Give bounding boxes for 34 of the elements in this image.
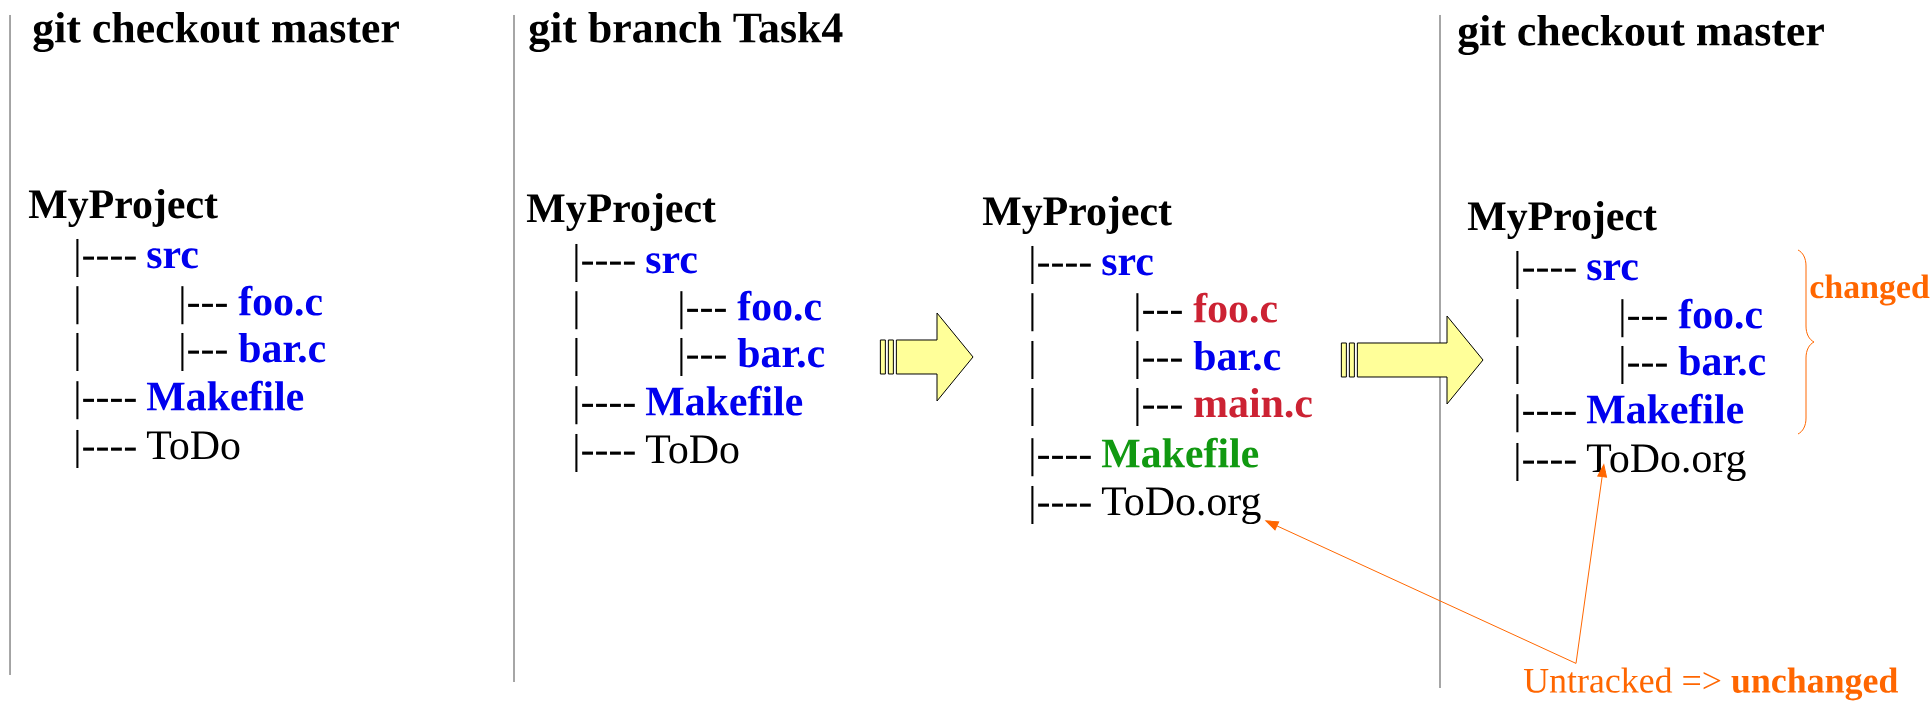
- tree-entry: |---- Makefile: [575, 385, 803, 425]
- annotation-label: changed: [1810, 274, 1930, 306]
- tree-entry: |---- Makefile: [76, 380, 304, 420]
- tree-entry: | |--- bar.c: [1516, 345, 1766, 385]
- tree-entry: |---- src: [1031, 245, 1153, 285]
- folder-label: MyProject: [526, 192, 716, 232]
- leader-line: [1575, 464, 1607, 664]
- block-arrow: [879, 312, 974, 402]
- tree-entry: |---- src: [1516, 250, 1638, 290]
- tree-entry: |---- Makefile: [1031, 437, 1259, 477]
- note-label: Untracked => unchanged: [1523, 667, 1898, 701]
- block-arrow: [1340, 315, 1484, 405]
- tree-entry: |---- ToDo: [76, 429, 240, 469]
- tree-entry: | |--- bar.c: [575, 337, 825, 377]
- command-heading: git checkout master: [33, 11, 399, 53]
- tree-entry: |---- src: [575, 243, 697, 283]
- tree-entry: | |--- foo.c: [76, 285, 322, 325]
- folder-label: MyProject: [1467, 200, 1657, 240]
- tree-entry: | |--- bar.c: [1031, 340, 1281, 380]
- tree-entry: |---- ToDo: [575, 433, 739, 473]
- folder-label: MyProject: [28, 188, 218, 228]
- tree-entry: |---- src: [76, 238, 198, 278]
- command-heading: git branch Task4: [529, 11, 843, 53]
- tree-entry: | |--- foo.c: [1516, 298, 1762, 338]
- tree-entry: |---- Makefile: [1516, 393, 1744, 433]
- tree-entry: | |--- bar.c: [76, 332, 326, 372]
- leader-line: [1265, 520, 1577, 664]
- tree-entry: | |--- foo.c: [1031, 292, 1277, 332]
- folder-label: MyProject: [982, 195, 1172, 235]
- tree-entry: |---- ToDo.org: [1516, 442, 1746, 482]
- tree-entry: |---- ToDo.org: [1031, 485, 1261, 525]
- tree-entry: | |--- foo.c: [575, 290, 821, 330]
- command-heading: git checkout master: [1458, 14, 1824, 56]
- tree-entry: | |--- main.c: [1031, 387, 1312, 427]
